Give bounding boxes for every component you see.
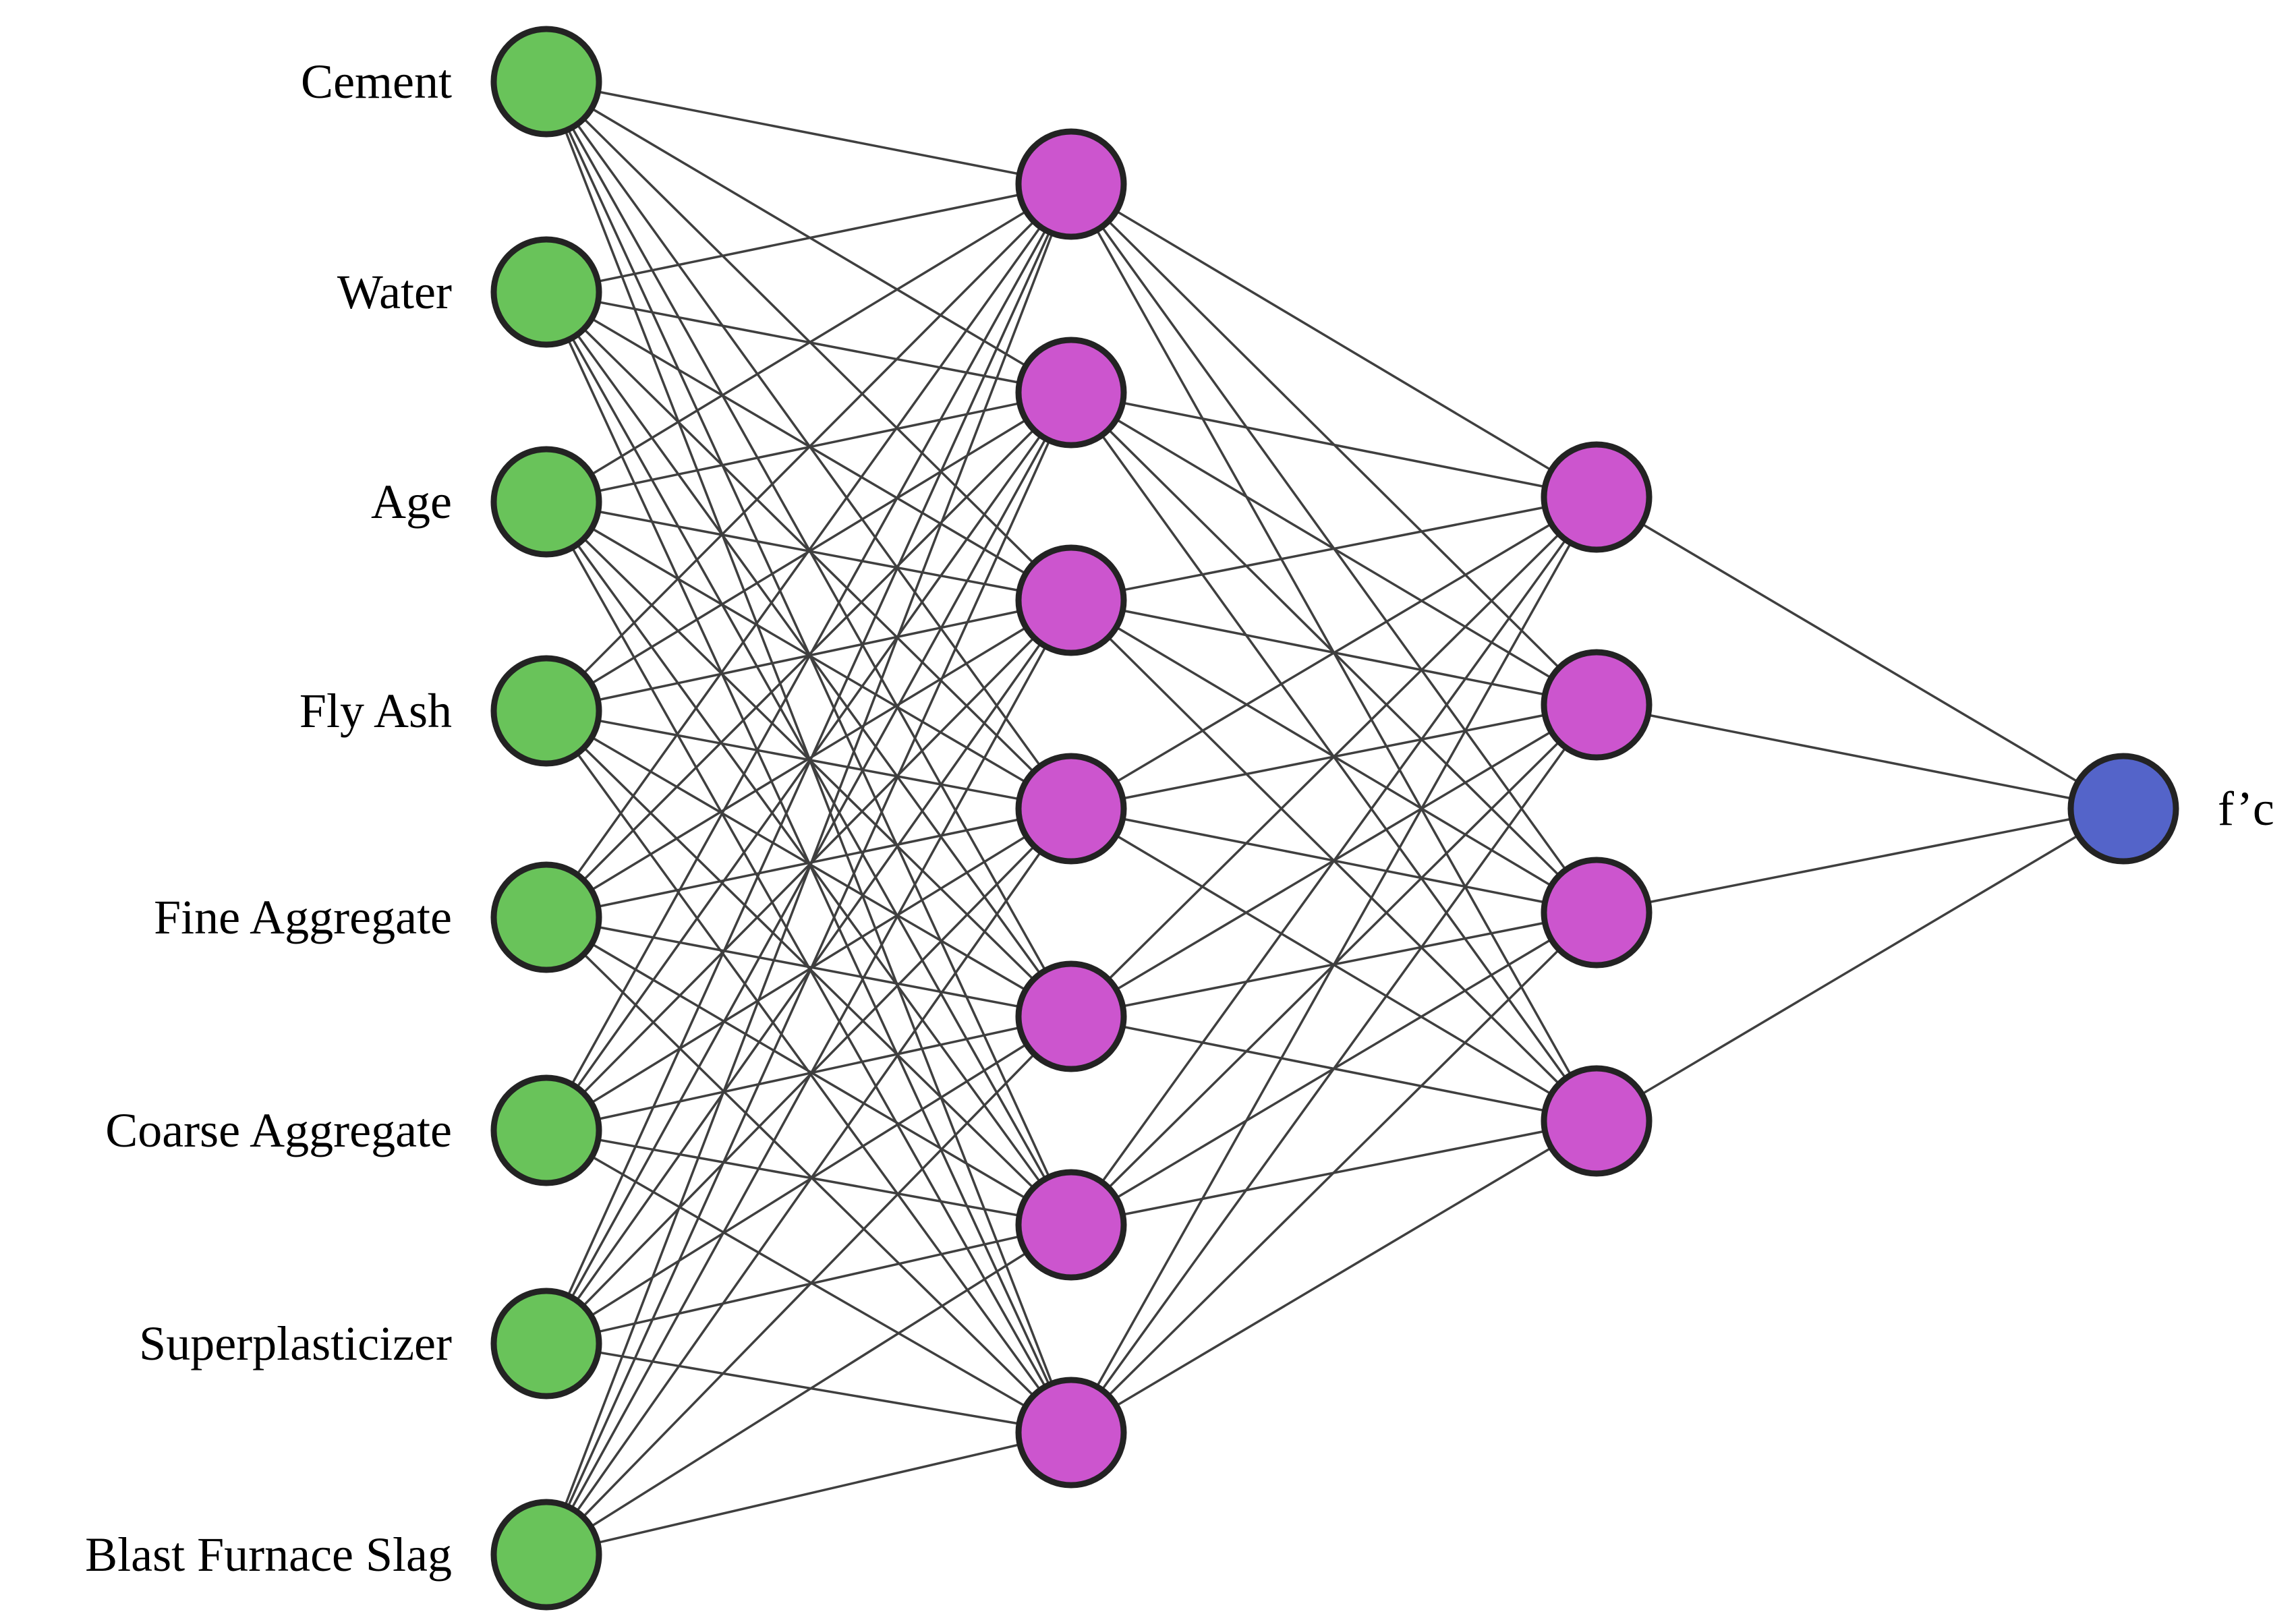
hidden-1-node-4 xyxy=(1015,960,1127,1072)
edge-hidden-1-6-hidden-2-1 xyxy=(1070,703,1598,1434)
edge-input-7-hidden-1-4 xyxy=(545,1015,1072,1556)
edge-hidden-1-6-hidden-2-3 xyxy=(1070,1120,1597,1434)
edge-hidden-1-6-hidden-2-2 xyxy=(1070,911,1598,1434)
hidden-1-node-5 xyxy=(1015,1169,1127,1281)
edge-input-1-hidden-1-0 xyxy=(546,183,1072,293)
input-label-fly-ash: Fly Ash xyxy=(299,684,452,738)
edge-input-5-hidden-1-0 xyxy=(545,183,1072,1131)
input-node-superplasticizer xyxy=(490,1288,602,1399)
input-label-blast-furnace-slag: Blast Furnace Slag xyxy=(85,1528,452,1582)
edge-input-5-hidden-1-2 xyxy=(545,599,1072,1132)
edges-layer xyxy=(545,80,2124,1556)
hidden-2-node-2 xyxy=(1541,857,1653,969)
edge-input-7-hidden-1-2 xyxy=(545,600,1072,1555)
edge-input-7-hidden-1-0 xyxy=(545,183,1072,1555)
input-node-cement xyxy=(490,26,602,138)
input-label-coarse-aggregate: Coarse Aggregate xyxy=(105,1103,452,1157)
input-node-blast-furnace-slag xyxy=(490,1499,602,1611)
edge-input-4-hidden-1-0 xyxy=(545,183,1072,919)
edge-input-7-hidden-1-5 xyxy=(546,1223,1072,1556)
edge-input-4-hidden-1-6 xyxy=(545,916,1072,1434)
edge-input-4-hidden-1-5 xyxy=(546,916,1072,1226)
edge-input-7-hidden-1-6 xyxy=(546,1431,1072,1556)
edge-input-5-hidden-1-3 xyxy=(546,807,1072,1132)
input-label-age: Age xyxy=(371,475,452,529)
edge-input-5-hidden-1-4 xyxy=(546,1015,1072,1132)
edge-input-3-hidden-1-0 xyxy=(545,183,1072,712)
edge-hidden-2-0-output-0 xyxy=(1596,496,2124,810)
hidden-1-node-2 xyxy=(1015,544,1127,656)
edge-hidden-1-1-hidden-2-0 xyxy=(1070,391,1597,498)
edge-input-4-hidden-1-4 xyxy=(546,916,1072,1018)
hidden-2-node-0 xyxy=(1541,441,1653,553)
hidden-1-node-3 xyxy=(1015,753,1127,865)
edge-input-6-hidden-1-0 xyxy=(545,183,1072,1344)
input-label-superplasticizer: Superplasticizer xyxy=(139,1317,452,1370)
edge-input-5-hidden-1-5 xyxy=(546,1129,1072,1226)
hidden-1-node-6 xyxy=(1015,1377,1127,1489)
input-node-fine-aggregate xyxy=(490,861,602,973)
edge-input-5-hidden-1-6 xyxy=(546,1129,1072,1434)
edge-input-4-hidden-1-3 xyxy=(546,807,1072,919)
edge-input-0-hidden-1-2 xyxy=(545,80,1072,602)
input-node-fly-ash xyxy=(490,655,602,767)
input-node-age xyxy=(490,446,602,558)
edge-hidden-2-1-output-0 xyxy=(1596,703,2124,810)
nodes-layer xyxy=(490,26,2179,1611)
edge-hidden-2-3-output-0 xyxy=(1596,807,2124,1122)
edge-input-7-hidden-1-1 xyxy=(545,392,1072,1555)
hidden-2-node-3 xyxy=(1541,1065,1653,1177)
edge-hidden-1-6-hidden-2-0 xyxy=(1070,496,1598,1433)
input-node-coarse-aggregate xyxy=(490,1074,602,1186)
edge-input-7-hidden-1-3 xyxy=(545,807,1072,1556)
edge-hidden-1-0-hidden-2-0 xyxy=(1070,183,1597,498)
hidden-1-node-0 xyxy=(1015,128,1127,240)
hidden-2-node-1 xyxy=(1541,649,1653,761)
hidden-1-node-1 xyxy=(1015,337,1127,449)
edge-hidden-1-3-hidden-2-0 xyxy=(1070,496,1597,810)
edge-hidden-1-2-hidden-2-0 xyxy=(1070,496,1597,602)
input-label-fine-aggregate: Fine Aggregate xyxy=(154,890,452,944)
edge-input-0-hidden-1-0 xyxy=(546,80,1072,185)
input-label-water: Water xyxy=(337,265,452,319)
edge-hidden-1-5-hidden-2-0 xyxy=(1070,496,1598,1226)
input-node-water xyxy=(490,236,602,348)
edge-input-2-hidden-1-0 xyxy=(546,183,1072,503)
output-label-f-c: f’c xyxy=(2218,782,2274,836)
edge-input-4-hidden-1-2 xyxy=(546,599,1072,919)
edge-hidden-1-4-hidden-2-0 xyxy=(1070,496,1598,1018)
output-node-f-c xyxy=(2067,753,2179,865)
edge-hidden-2-2-output-0 xyxy=(1596,807,2124,914)
input-label-cement: Cement xyxy=(301,55,452,109)
